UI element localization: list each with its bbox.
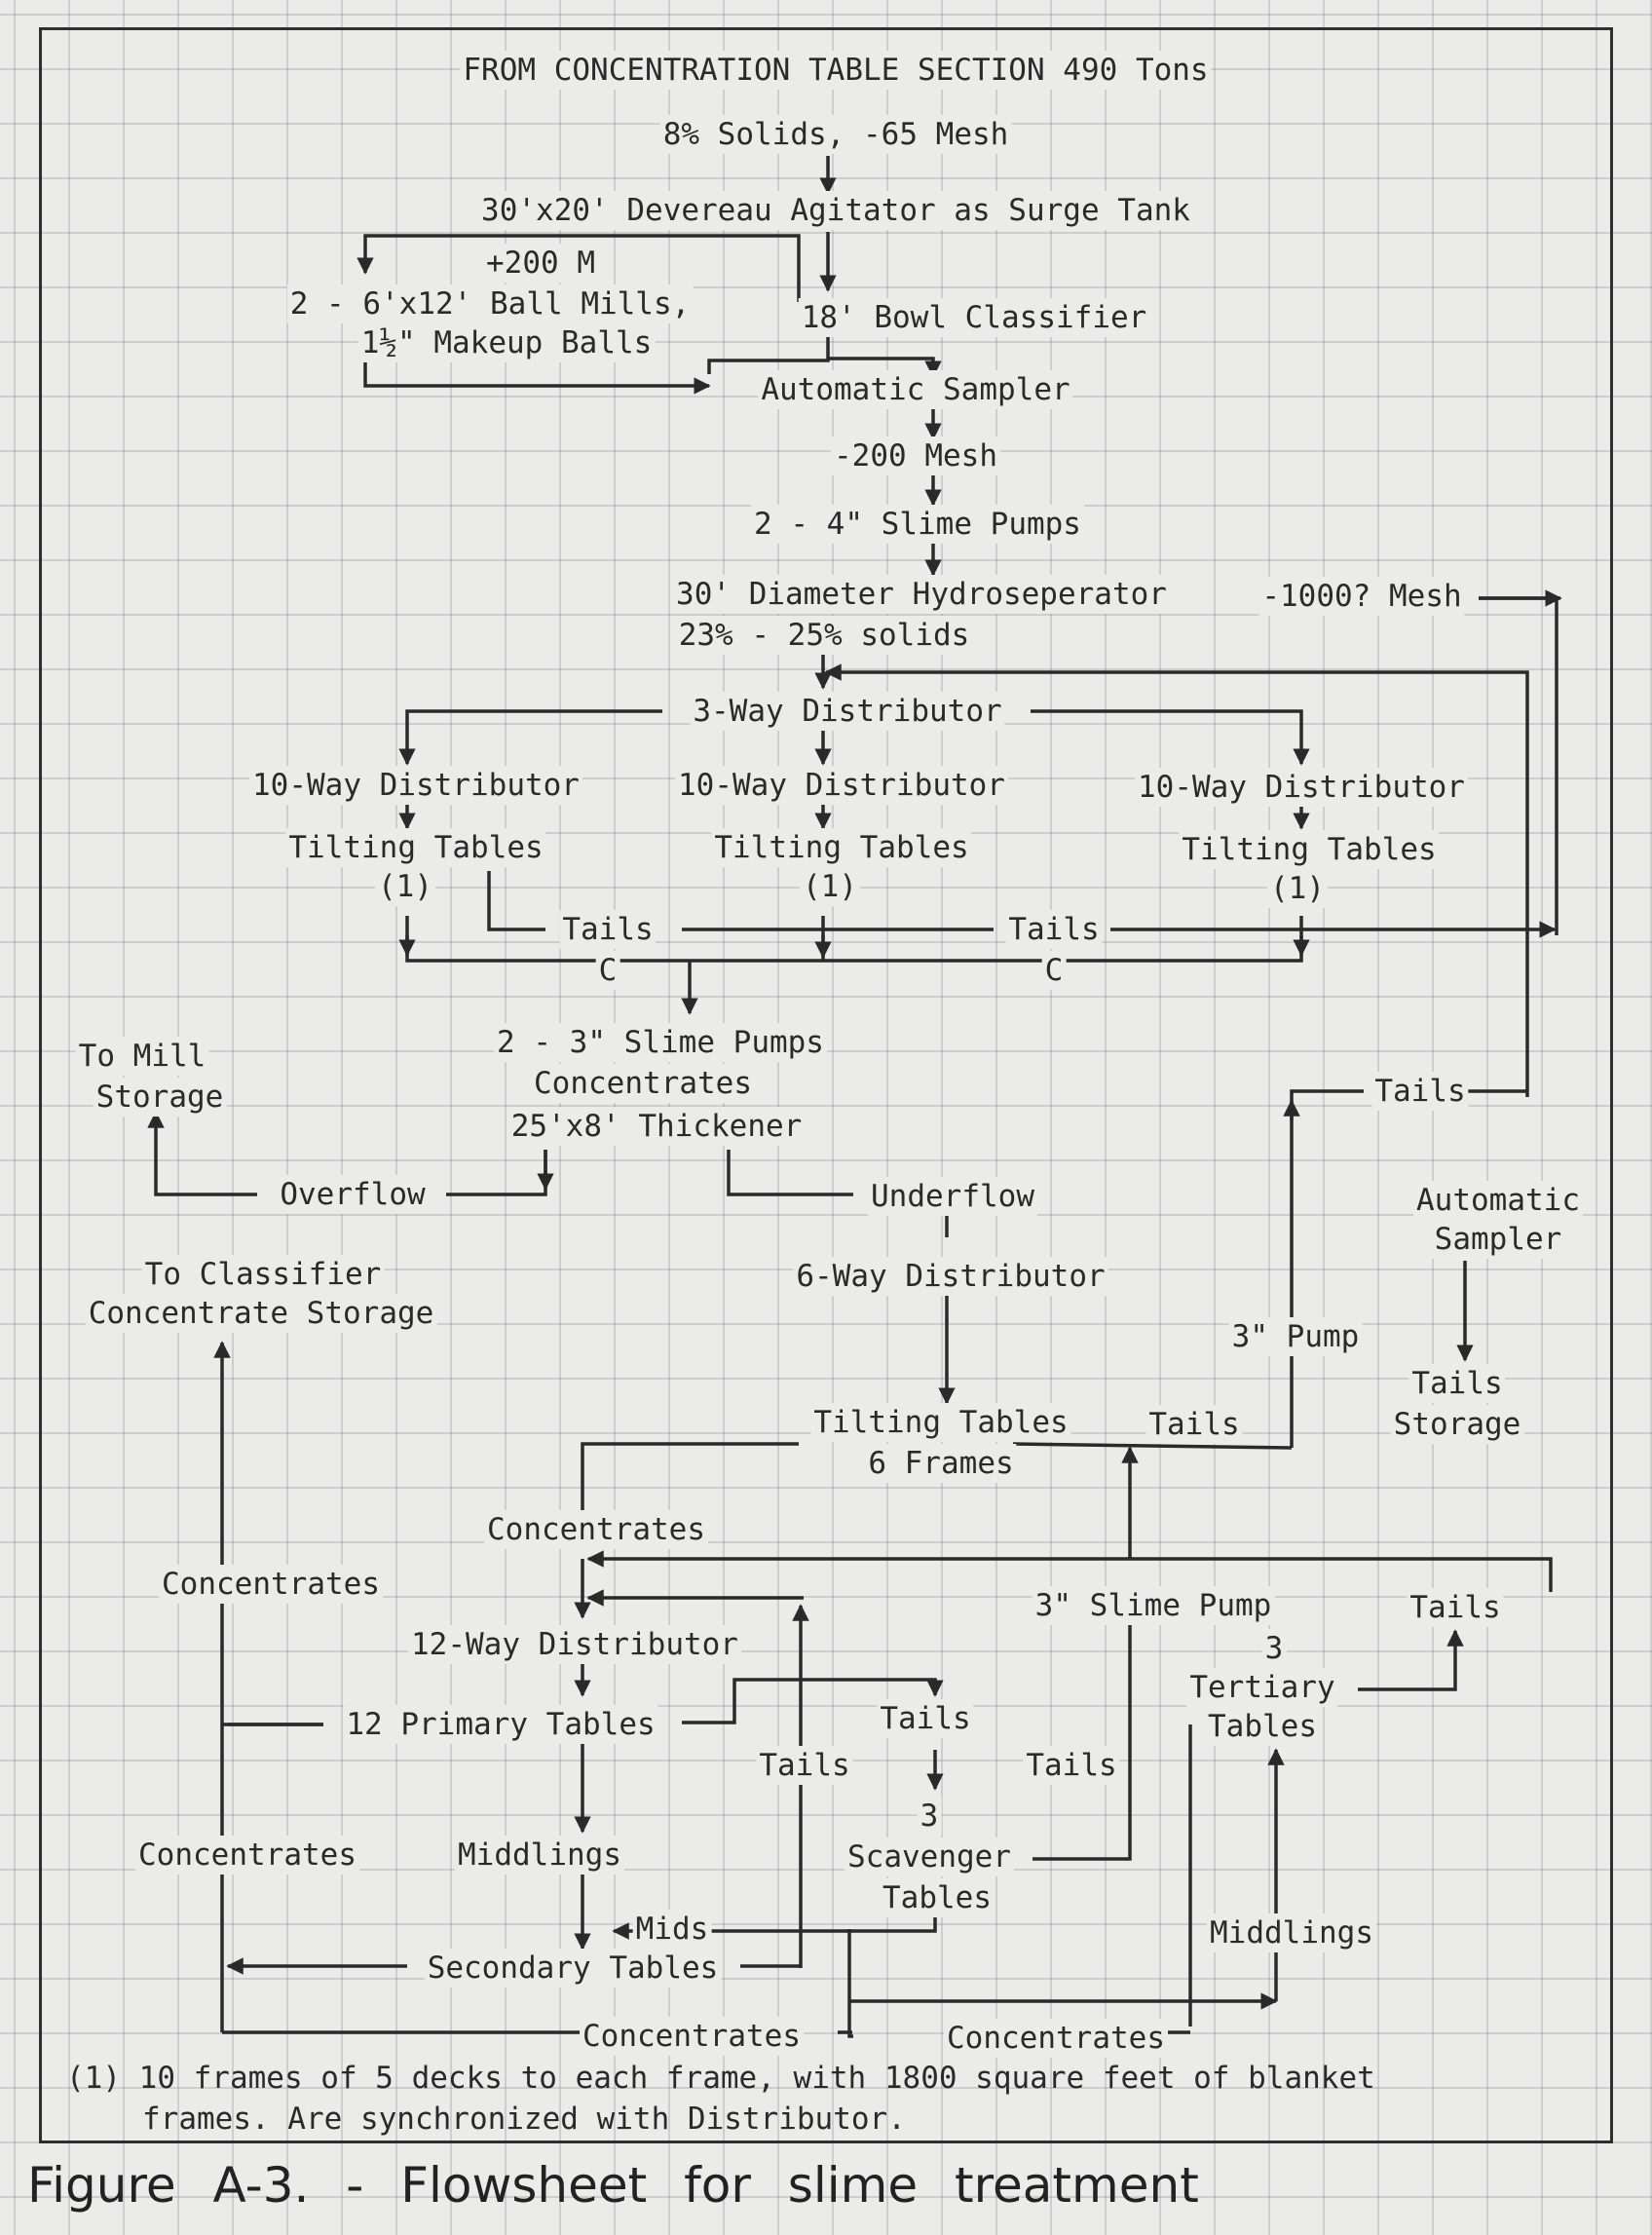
- label-conc-c2: C: [1041, 951, 1067, 990]
- flow-tails-right: [1290, 1089, 1364, 1448]
- label-note-c: (1): [1267, 869, 1328, 908]
- label-note-a: (1): [375, 867, 435, 906]
- label-thickener: 25'x8' Thickener: [507, 1107, 806, 1146]
- flow-tilt6-conc: [581, 1442, 799, 1520]
- label-tails-storage2: Storage: [1390, 1405, 1524, 1444]
- figure-caption: Figure A-3. - Flowsheet for slime treatm…: [27, 2157, 1199, 2214]
- label-hydro-solids: 23% - 25% solids: [675, 616, 973, 655]
- label-tails-mid: Tails: [756, 1746, 853, 1785]
- diagram-border: [39, 27, 1613, 2143]
- label-mesh-1000: -1000? Mesh: [1258, 577, 1465, 616]
- label-minus200: -200 Mesh: [831, 436, 1000, 475]
- label-tails-b: Tails: [1005, 910, 1103, 949]
- label-middlings: Middlings: [455, 1836, 624, 1875]
- label-tilt6: Tilting Tables: [810, 1403, 1071, 1442]
- label-primary12: 12 Primary Tables: [343, 1705, 658, 1744]
- label-tails-prim: Tails: [877, 1699, 974, 1738]
- label-conc-bot2: Concentrates: [944, 2019, 1168, 2058]
- flow-slime-pump: [1032, 1617, 1132, 1861]
- label-feed-source: FROM CONCENTRATION TABLE SECTION 490 Ton…: [460, 51, 1212, 90]
- label-tertiary-tables: Tables: [1205, 1707, 1320, 1746]
- flow-dist3-left: [398, 709, 662, 766]
- label-dist12: 12-Way Distributor: [408, 1625, 741, 1664]
- flow-scav-conc: [847, 1929, 853, 2038]
- label-pump3: 3" Pump: [1228, 1317, 1363, 1356]
- label-conc-left: Concentrates: [159, 1565, 383, 1604]
- label-conc-c1: C: [595, 951, 620, 990]
- label-tails-a: Tails: [559, 910, 657, 949]
- flow-conc-a: [405, 916, 1303, 963]
- label-frames6: 6 Frames: [865, 1444, 1017, 1483]
- flow-primary-tails: [682, 1678, 944, 1724]
- label-conc-a: Concentrates: [484, 1510, 708, 1549]
- label-makeup-balls: 1½" Makeup Balls: [357, 323, 656, 362]
- label-slime-pumps-4: 2 - 4" Slime Pumps: [751, 505, 1084, 544]
- label-plus200: +200 M: [483, 244, 598, 283]
- flow-underflow: [727, 1150, 853, 1196]
- flow-tails-a: [487, 871, 545, 931]
- label-conc-storage: Concentrate Storage: [85, 1294, 437, 1333]
- label-tilt-b: Tilting Tables: [711, 828, 972, 867]
- label-dist10-a: 10-Way Distributor: [249, 766, 582, 805]
- label-slime-pump3: 3" Slime Pump: [1032, 1586, 1275, 1625]
- label-tertiary: Tertiary: [1186, 1668, 1338, 1707]
- flow-recirc: [824, 663, 1529, 1097]
- flow-tertiary-tails: [1358, 1629, 1464, 1691]
- label-note-b: (1): [800, 867, 860, 906]
- label-sampler-top: Automatic Sampler: [758, 370, 1073, 409]
- label-overflow: Overflow: [277, 1175, 429, 1214]
- label-storage-mill: Storage: [93, 1078, 227, 1117]
- label-agitator: 30'x20' Devereau Agitator as Surge Tank: [478, 191, 1193, 230]
- label-scav-tables: Tables: [880, 1878, 995, 1917]
- label-auto-sampler-r2: Sampler: [1431, 1220, 1565, 1259]
- label-feed-spec: 8% Solids, -65 Mesh: [659, 115, 1012, 154]
- flow-overflow: [446, 1150, 547, 1196]
- footnote-line1: (1) 10 frames of 5 decks to each frame, …: [66, 2061, 1375, 2096]
- label-tilt-a: Tilting Tables: [285, 828, 546, 867]
- label-num3-scav: 3: [917, 1797, 942, 1836]
- label-conc-left2: Concentrates: [135, 1836, 359, 1875]
- flow-tilt6-tails: [1012, 1442, 1293, 1450]
- flow-dist3-right: [1031, 709, 1310, 766]
- label-secondary: Secondary Tables: [424, 1949, 722, 1988]
- label-tails-storage1: Tails: [1408, 1364, 1506, 1403]
- label-mids: Mids: [632, 1910, 712, 1949]
- label-hydroseperator: 30' Diameter Hydroseperator: [673, 575, 1170, 614]
- label-num3-tert: 3: [1261, 1629, 1287, 1668]
- label-to-mill: To Mill: [75, 1037, 209, 1076]
- label-dist6: 6-Way Distributor: [793, 1257, 1108, 1296]
- flow-1000-mesh: [1479, 596, 1558, 935]
- flow-millreturn: [363, 357, 711, 395]
- label-tails-tert: Tails: [1407, 1588, 1504, 1627]
- label-tilt-c: Tilting Tables: [1179, 830, 1440, 869]
- label-tails-right: Tails: [1371, 1072, 1469, 1111]
- label-dist10-c: 10-Way Distributor: [1135, 768, 1468, 807]
- flow-tert-tails-return: [586, 1550, 1553, 1568]
- label-dist10-b: 10-Way Distributor: [675, 766, 1008, 805]
- label-slime-pumps-3: 2 - 3" Slime Pumps: [494, 1023, 827, 1062]
- footnote-line2: frames. Are synchronized with Distributo…: [142, 2102, 906, 2137]
- flow-classifier-oversize: [357, 234, 801, 302]
- label-underflow: Underflow: [868, 1177, 1037, 1216]
- label-conc-bot1: Concentrates: [580, 2017, 804, 2056]
- label-ball-mills: 2 - 6'x12' Ball Mills,: [286, 284, 694, 323]
- label-tails-slime: Tails: [1023, 1746, 1120, 1785]
- label-to-classifier: To Classifier: [141, 1255, 385, 1294]
- label-scavenger: Scavenger: [845, 1837, 1014, 1876]
- label-middlings-r: Middlings: [1207, 1913, 1376, 1952]
- label-concentrates-mid: Concentrates: [531, 1064, 755, 1103]
- label-dist3: 3-Way Distributor: [690, 692, 1005, 731]
- label-auto-sampler-r1: Automatic: [1413, 1181, 1583, 1220]
- label-bowl-classifier: 18' Bowl Classifier: [798, 298, 1150, 337]
- flow-classifier-to-sampler: [707, 329, 830, 374]
- label-tails-tilt6: Tails: [1145, 1405, 1243, 1444]
